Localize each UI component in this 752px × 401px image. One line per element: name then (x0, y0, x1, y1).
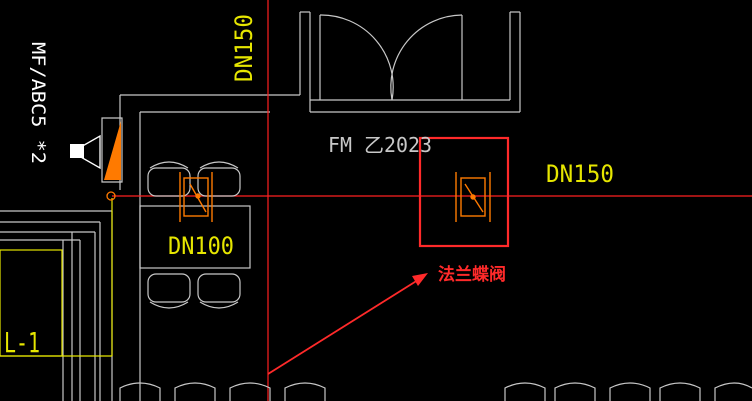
seat-icon (197, 161, 241, 197)
flanged-butterfly-valve-icon (455, 172, 491, 222)
callout-arrow (267, 273, 428, 375)
dn150-vertical-label: DN150 (230, 14, 258, 82)
seat-icons-upper (139, 161, 251, 309)
valve-callout-box (418, 136, 510, 248)
left-structure-lines (0, 11, 521, 401)
extinguisher-label: MF/ABC5 *2 (27, 42, 49, 164)
seat-icon (197, 273, 241, 309)
yellow-boundary-lines (0, 198, 113, 357)
valve-callout-label: 法兰蝶阀 (438, 264, 506, 285)
double-swing-door-icon (310, 14, 510, 101)
fire-extinguisher-icon (70, 117, 123, 201)
seat-icon (147, 161, 191, 197)
dn150-right-label: DN150 (546, 160, 614, 188)
dn100-label: DN100 (168, 232, 234, 260)
flanged-butterfly-valve-icon (179, 172, 213, 222)
fire-door-label: FM 乙2023 (328, 133, 432, 157)
seat-icons-bottom (119, 382, 752, 401)
seat-icon (147, 273, 191, 309)
room-tag-label: L-1 (4, 326, 40, 359)
